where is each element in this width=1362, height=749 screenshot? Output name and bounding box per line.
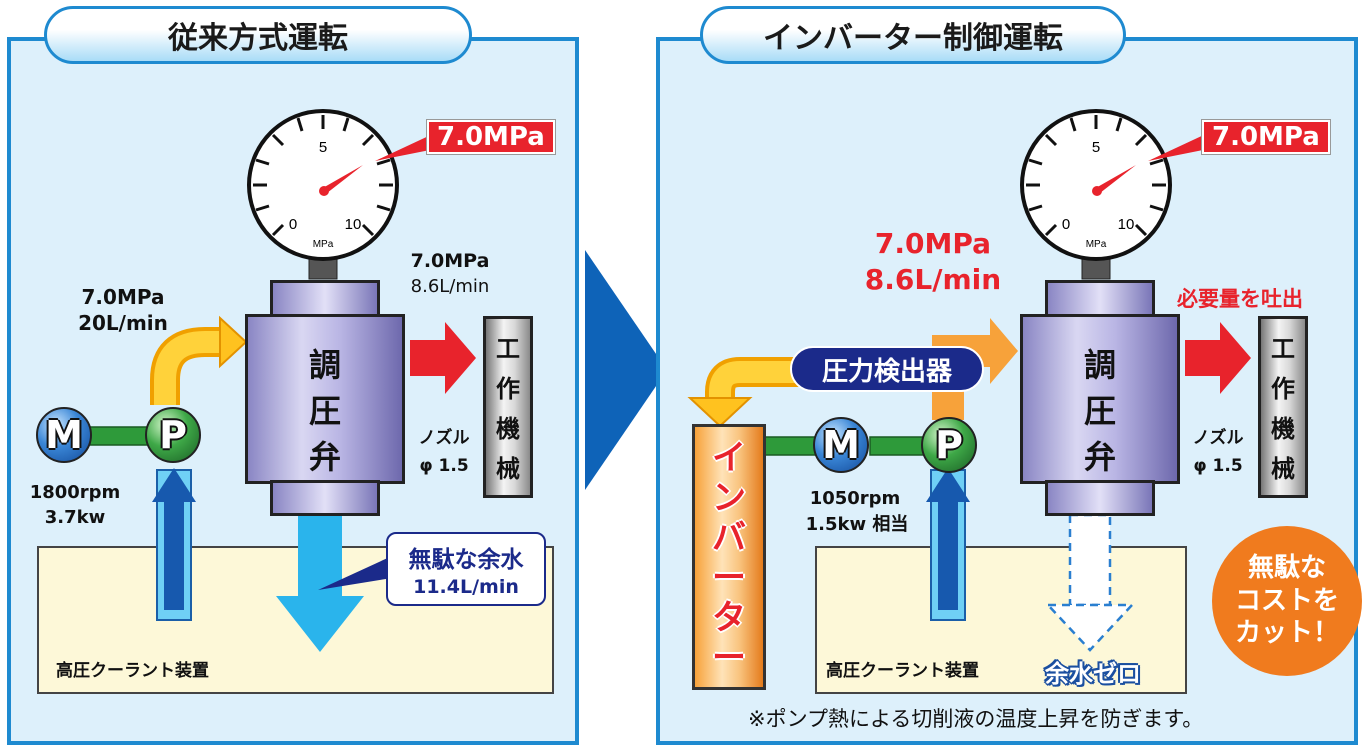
conventional-flow-arrows [89,315,476,652]
outlet-arrow [410,322,476,394]
nozzle-size-right: φ 1.5 [1193,456,1243,476]
tick-0-right: 0 [1062,216,1070,233]
motor-power-right: 1.5kw 相当 [805,514,909,535]
demand-text: 必要量を吐出 [1177,287,1303,311]
footnote: ※ポンプ熱による切削液の温度上昇を防ぎます。 [748,707,1204,731]
pressure-regulating-valve-right: 調 圧 弁 [1020,280,1180,520]
tick-5: 5 [319,139,327,156]
valve-char-2: 圧 [308,392,341,430]
waste-arrow [276,596,364,652]
machine-char-1-right: 工 [1271,335,1295,363]
pressure-gauge: 5 0 10 MPa [247,109,399,280]
machine-char-1: 工 [496,335,520,363]
coolant-tank-right [815,546,1187,694]
inverter-char-5: タ [712,598,746,638]
tick-10: 10 [345,216,362,233]
transition-arrow [585,250,667,490]
pressure-sensor-label: 圧力検出器 [790,346,984,392]
tick-0: 0 [289,216,297,233]
valve-char-3-right: 弁 [1083,438,1116,476]
motor-rpm-right: 1050rpm [809,488,901,509]
machine-char-4: 械 [496,455,520,483]
machine-char-3-right: 機 [1271,415,1295,443]
pressure-regulating-valve: 調 圧 弁 [245,280,405,520]
machine-char-4-right: 械 [1271,455,1295,483]
pump-icon: P [145,407,201,463]
suction-arrow-right [926,468,970,610]
motor-power: 3.7kw [44,507,106,528]
inverter-char-2: ン [712,478,746,518]
inverter-char-3: バ [712,518,746,558]
tank-label: 高圧クーラント装置 [56,661,209,681]
waste-flow: 11.4L/min [413,576,519,598]
gauge-unit-right: MPa [1086,239,1107,250]
valve-char-1: 調 [308,346,341,384]
pressure-tag-right: 7.0MPa [1202,120,1330,154]
outlet-flow: 8.6L/min [410,276,490,297]
gauge-needle-right [1094,165,1136,193]
inverter-char-4: ー [712,558,746,598]
motor-icon-right: M [813,417,869,473]
zero-waste-arrow [1045,513,1135,652]
feedback-arrow [687,397,753,428]
pressure-gauge-right: 5 0 10 MPa [1020,109,1172,280]
outlet-pressure: 7.0MPa [410,250,490,272]
machine-char-2-right: 作 [1271,375,1295,403]
inverter-unit: イ ン バ ー タ ー [692,424,766,690]
setpoint-flow: 8.6L/min [864,263,1002,296]
inverter-title: インバーター制御運転 [700,6,1126,64]
nozzle-label: ノズル [418,428,470,448]
cost-line-2: コストを [1234,585,1339,616]
outlet-arrow-right [1185,322,1251,394]
inlet-pressure: 7.0MPa [81,285,165,309]
nozzle-label-right: ノズル [1192,428,1244,448]
inlet-flow: 20L/min [78,311,168,335]
inlet-arrow-head [219,315,248,369]
cost-line-3: カット！ [1234,618,1339,649]
valve-char-3: 弁 [308,438,341,476]
tick-5-right: 5 [1092,139,1100,156]
zero-waste-label: 余水ゼロ [1045,660,1141,688]
motor-rpm: 1800rpm [29,482,121,503]
inverter-char-1: イ [712,438,746,478]
nozzle-size: φ 1.5 [419,456,469,476]
machine-char-3: 機 [496,415,520,443]
suction-arrow [152,468,196,610]
valve-char-2-right: 圧 [1083,392,1116,430]
tank-label-right: 高圧クーラント装置 [826,661,979,681]
cost-line-1: 無駄な [1247,553,1326,584]
setpoint-pressure: 7.0MPa [874,227,992,260]
inverter-char-6: ー [712,638,746,678]
waste-water-callout: 無駄な余水 11.4L/min [386,532,546,606]
gauge-unit: MPa [313,239,334,250]
tag-pointer-right [1148,133,1208,161]
pump-icon-right: P [921,417,977,473]
pressure-tag: 7.0MPa [427,120,555,154]
waste-title: 無駄な余水 [408,547,524,573]
conventional-title: 従来方式運転 [44,6,472,64]
gauge-needle [321,165,363,193]
machine-char-2: 作 [496,375,520,403]
machine-tool: 工 作 機 械 [483,316,533,498]
inlet-arrow-right [990,318,1018,384]
callout-pointer [318,556,392,590]
tick-10-right: 10 [1118,216,1135,233]
machine-tool-right: 工 作 機 械 [1258,316,1308,498]
valve-char-1-right: 調 [1083,346,1116,384]
motor-icon: M [36,407,92,463]
tag-pointer [375,133,435,161]
cost-cut-badge: 無駄な コストを カット！ [1212,526,1362,676]
